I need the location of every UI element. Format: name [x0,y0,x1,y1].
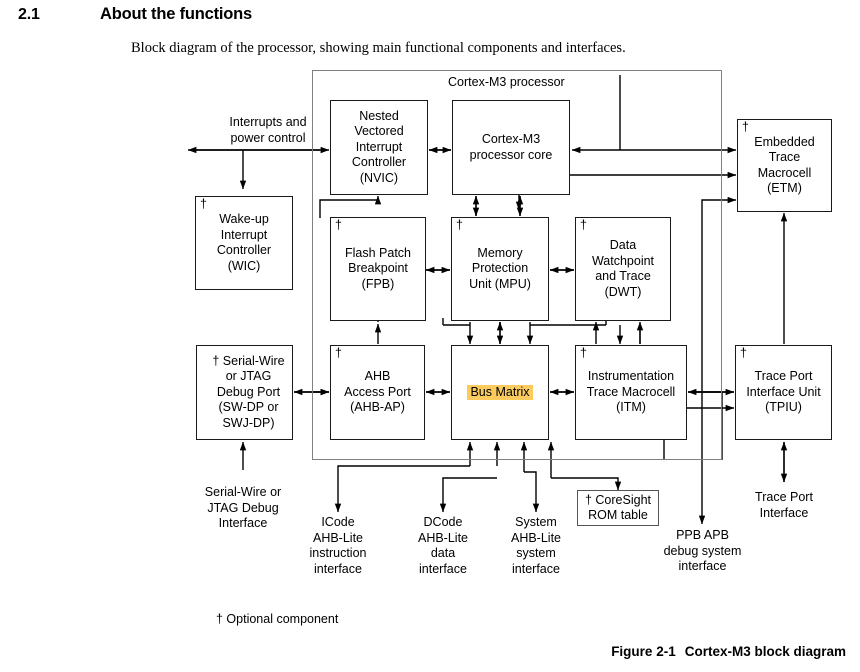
figure-caption: Figure 2-1 Cortex-M3 block diagram [611,644,846,659]
optional-dagger-icon: † [742,120,749,134]
processor-container [312,70,722,460]
intro-paragraph: Block diagram of the processor, showing … [131,40,626,56]
block-bus-matrix[interactable]: Bus Matrix [451,345,549,440]
optional-dagger-icon: † [200,197,207,211]
processor-container-title: Cortex-M3 processor [448,75,565,89]
section-number: 2.1 [18,6,40,23]
optional-dagger-icon: † [580,218,587,232]
optional-dagger-icon: † [580,346,587,360]
optional-dagger-icon: † [740,346,747,360]
block-bus-matrix-label: Bus Matrix [467,384,533,401]
optional-dagger-icon: † [456,218,463,232]
page-title: About the functions [100,5,253,23]
figure-title: Cortex-M3 block diagram [684,644,846,659]
optional-dagger-icon: † [335,218,342,232]
optional-dagger-icon: † [335,346,342,360]
footnote-optional-component: † Optional component [216,612,339,626]
figure-number: Figure 2-1 [611,644,676,659]
